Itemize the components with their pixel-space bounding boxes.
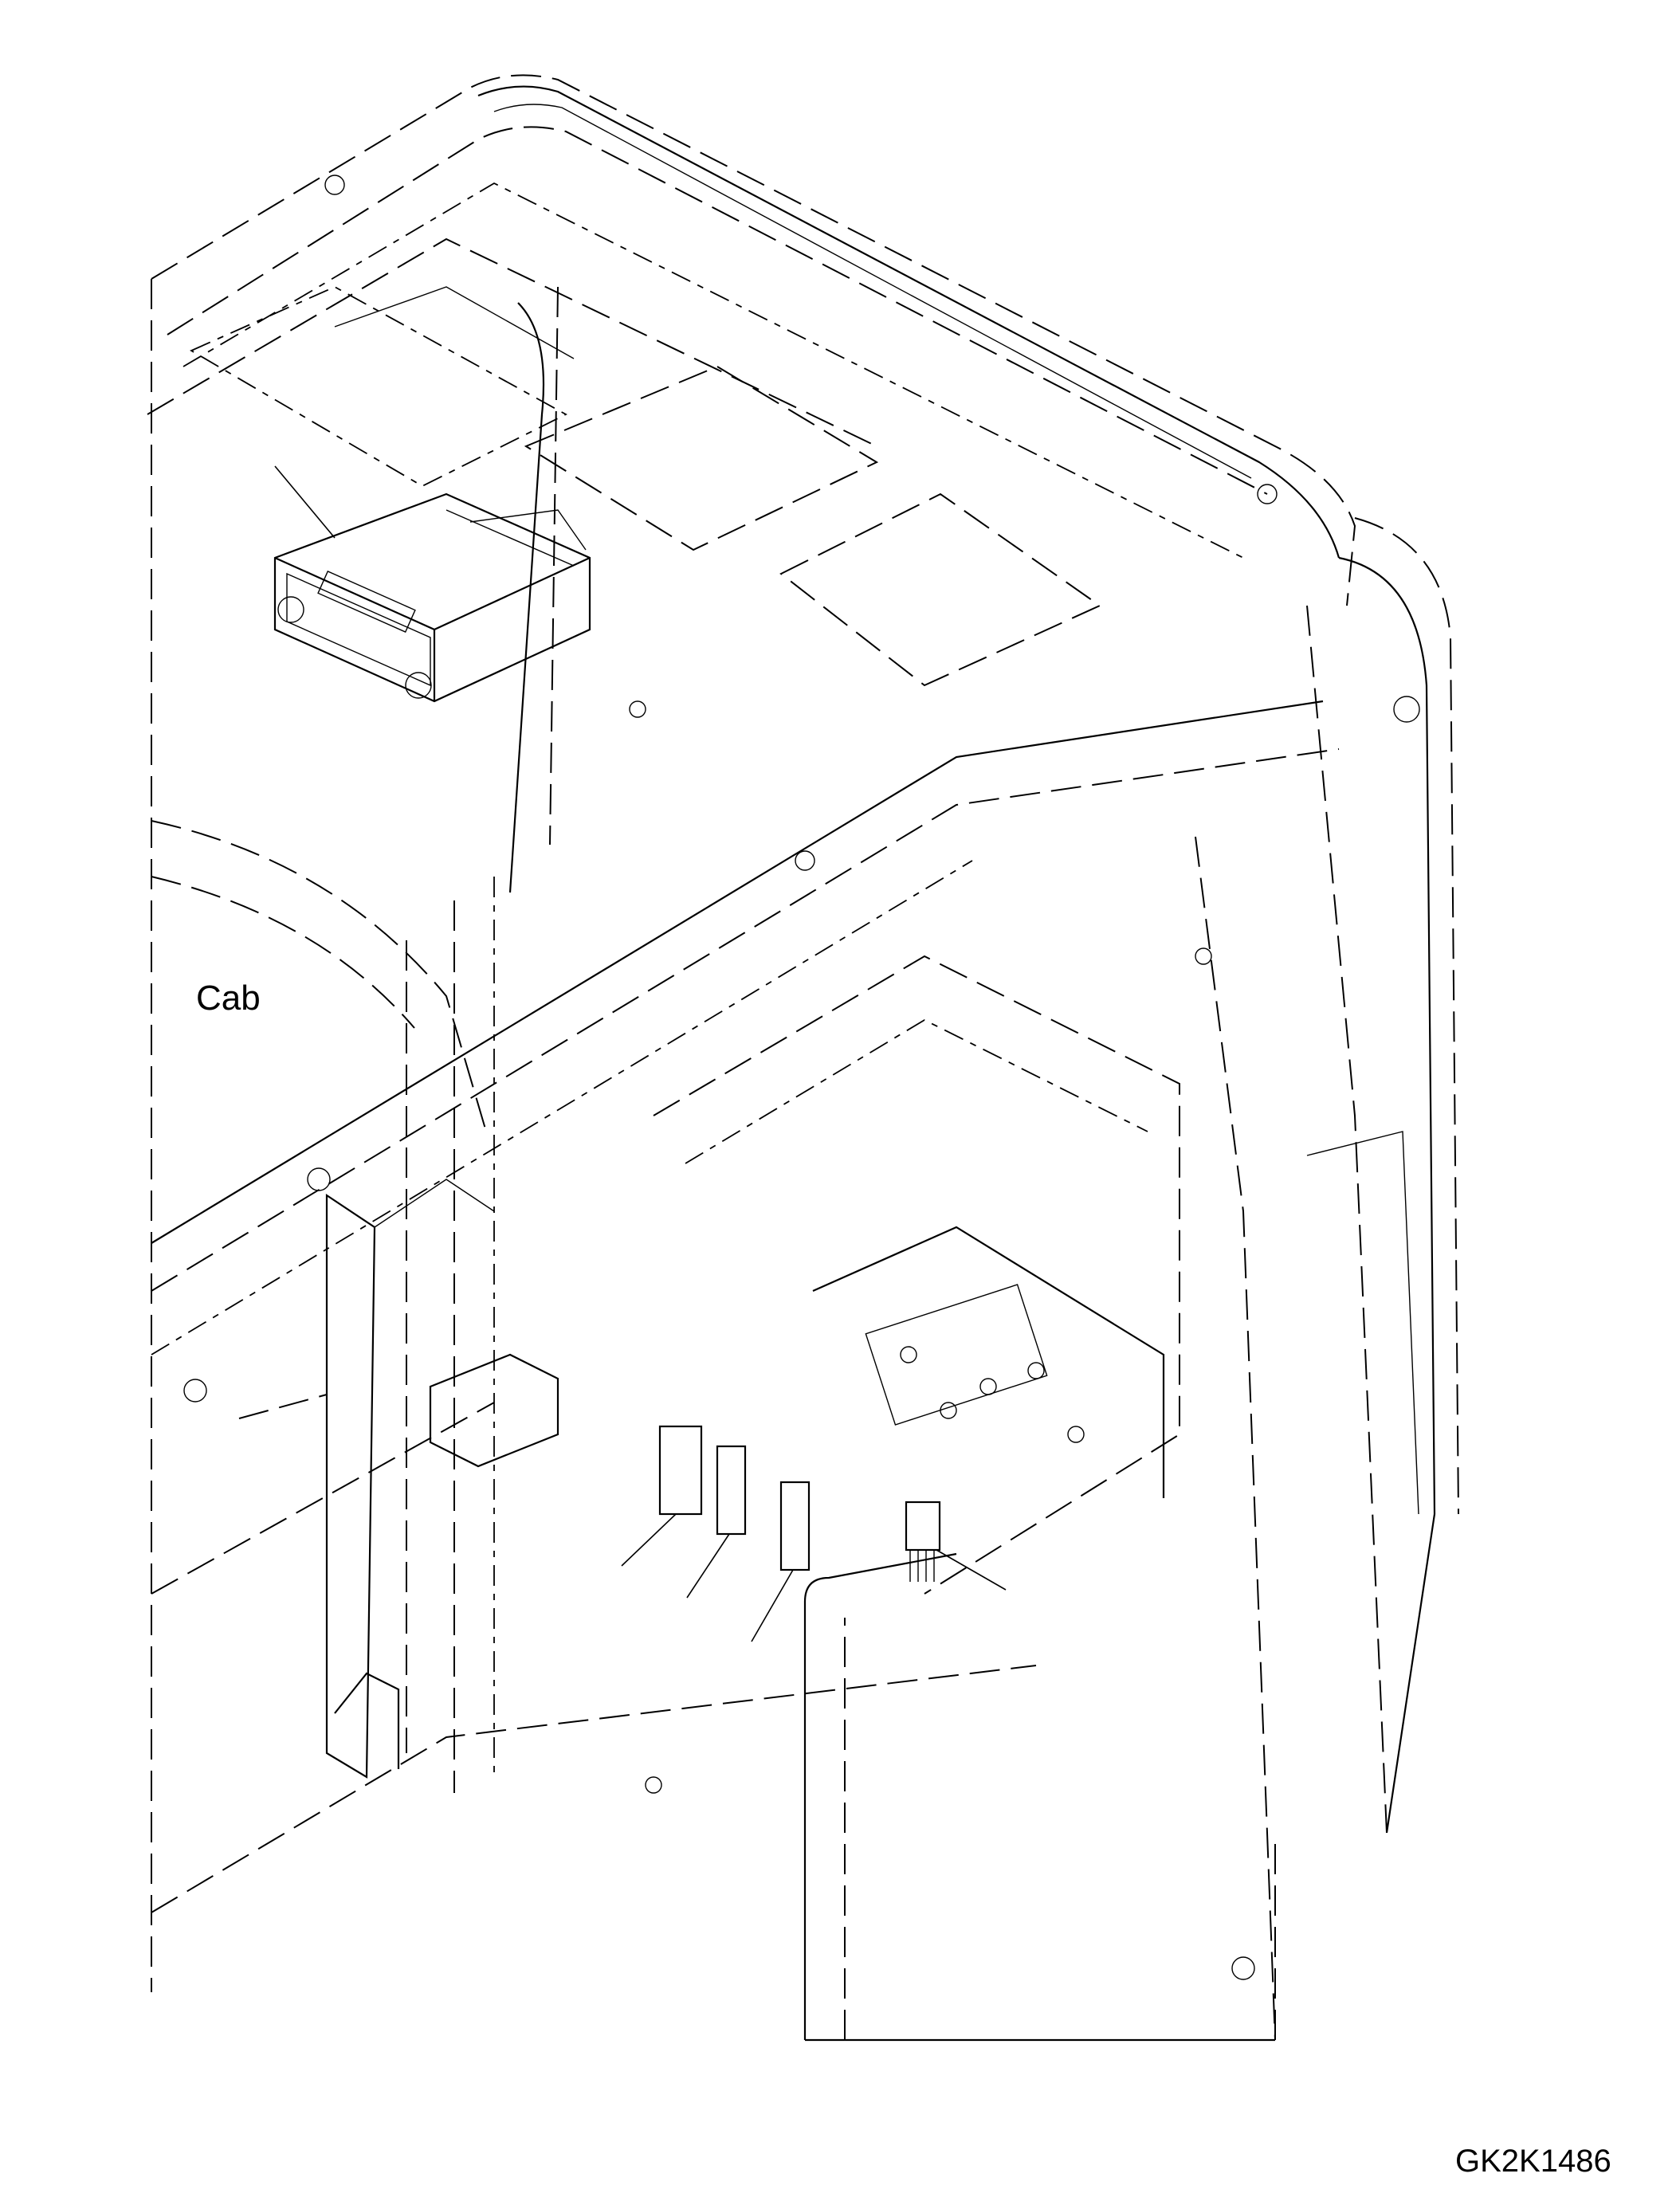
cab-left-frame (151, 279, 1340, 1992)
center-pillar (406, 286, 559, 1793)
relay-modules (658, 1425, 941, 1582)
roof-openings (190, 285, 1102, 687)
cab-roof-shell (147, 74, 1356, 606)
lower-left-bracket (238, 1179, 559, 1779)
leader-lines (274, 465, 1007, 1642)
back-wall-panel (653, 955, 1180, 1595)
right-door-frame (803, 517, 1459, 2042)
cab-label: Cab (196, 979, 261, 1018)
fasteners (183, 175, 1420, 1980)
radio-unit (273, 492, 591, 703)
drawing-id: GK2K1486 (1455, 2144, 1611, 2179)
